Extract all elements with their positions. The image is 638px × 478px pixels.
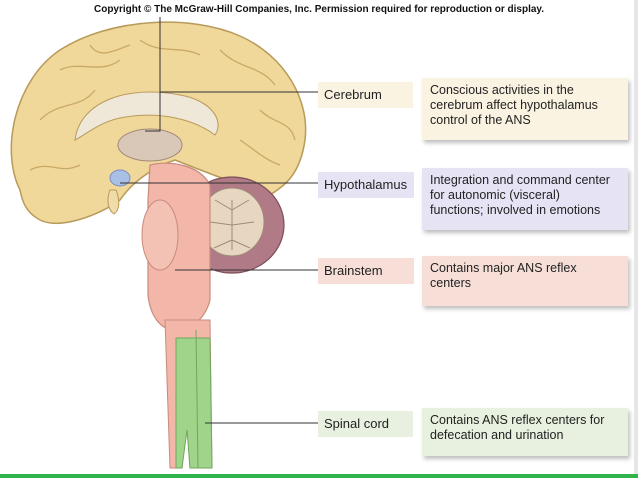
leader-lines xyxy=(120,17,318,424)
hypothalamus-description-line: functions; involved in emotions xyxy=(430,203,601,217)
cerebrum-description-line: cerebrum affect hypothalamus xyxy=(430,98,598,112)
hypothalamus-description-line: for autonomic (visceral) xyxy=(430,188,560,202)
spinal-cord-green xyxy=(175,337,213,469)
brainstem-description: Contains major ANS reflex centers xyxy=(422,256,628,306)
cerebrum-description-line: Conscious activities in the xyxy=(430,83,574,97)
gyri-lines xyxy=(29,39,296,171)
arbor-vitae xyxy=(209,199,255,250)
hypothalamus-description-line: Integration and command center xyxy=(430,173,610,187)
spinal-cord-description-line: defecation and urination xyxy=(430,428,564,442)
pons xyxy=(141,199,179,271)
thalamus xyxy=(117,128,183,162)
cerebrum-description: Conscious activities in the cerebrum aff… xyxy=(422,78,628,140)
brainstem-label: Brainstem xyxy=(318,258,414,284)
spinal-cord-label: Spinal cord xyxy=(318,411,413,437)
brainstem-description-line: centers xyxy=(430,276,471,290)
hypothalamus-region xyxy=(109,169,131,187)
cerebrum-label: Cerebrum xyxy=(318,82,413,108)
right-edge-bar xyxy=(634,0,638,478)
spinal-cord-description-line: Contains ANS reflex centers for xyxy=(430,413,605,427)
bottom-accent-bar xyxy=(0,474,638,478)
cerebrum-shape xyxy=(10,21,307,224)
corpus-callosum xyxy=(74,91,219,141)
hypothalamus-label: Hypothalamus xyxy=(318,172,414,198)
cerebrum-description-line: control of the ANS xyxy=(430,113,531,127)
brainstem-description-line: Contains major ANS reflex xyxy=(430,261,577,275)
spinal-cord-description: Contains ANS reflex centers for defecati… xyxy=(422,408,628,456)
copyright-notice: Copyright © The McGraw-Hill Companies, I… xyxy=(93,4,545,15)
pituitary xyxy=(107,189,120,215)
hypothalamus-description: Integration and command center for auton… xyxy=(422,168,628,230)
